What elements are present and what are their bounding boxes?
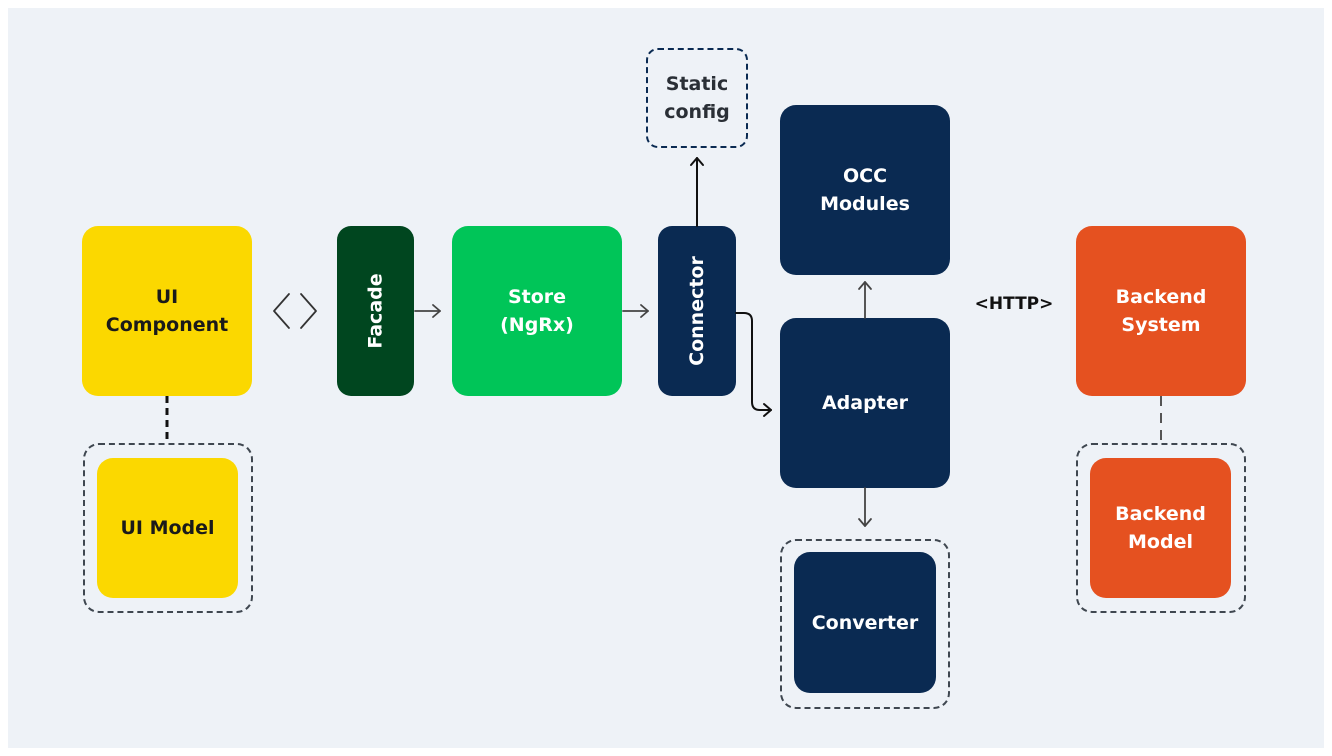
store-label: Store (NgRx) [500,286,574,336]
store-node: Store (NgRx) [452,226,622,396]
occ-modules-label: OCC Modules [820,165,910,215]
ui-component-node: UI Component [82,226,252,396]
adapter-label: Adapter [821,392,909,414]
occ-modules-node: OCC Modules [780,105,950,275]
backend-model-group [1076,443,1246,613]
static-config-label: Static config [664,73,730,123]
converter-label: Converter [811,611,919,634]
backend-system-label: Backend System [1115,286,1207,336]
backend-system-node: Backend System [1076,226,1246,396]
ui-component-label: UI Component [105,286,229,336]
facade-node: Facade [337,226,414,396]
backend-model-label: Backend Model [1115,503,1206,553]
facade-label: Facade [364,273,387,349]
http-label: <HTTP> [974,294,1054,314]
connector-node: Connector [658,226,736,396]
ui-model-node: UI Model [97,458,238,598]
converter-node: Converter [794,552,936,693]
ui-model-group [83,443,253,613]
adapter-node: Adapter [780,318,950,488]
converter-group [780,539,950,709]
static-config-node: Static config [646,48,748,148]
connector-label: Connector [686,256,708,366]
ui-model-label: UI Model [120,517,215,539]
backend-model-node: Backend Model [1090,458,1231,598]
